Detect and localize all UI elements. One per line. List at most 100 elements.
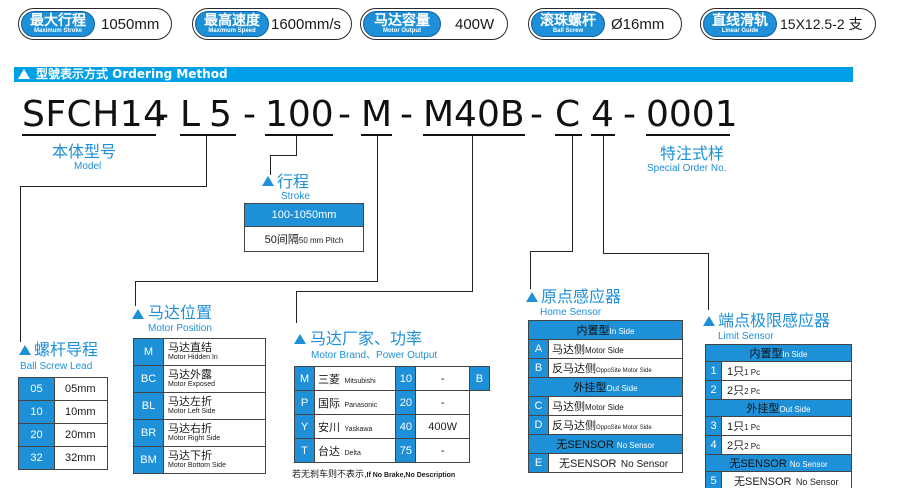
lead-value: 10mm	[54, 400, 108, 424]
header-en: Out Side	[606, 384, 638, 393]
brand-en: Yaskawa	[344, 425, 373, 433]
connector-line	[296, 291, 297, 323]
home-cn: 马达侧	[552, 401, 585, 413]
limit-en: 1 Pc	[744, 368, 761, 377]
limit-code: 5	[705, 471, 722, 488]
spec-value: 400W	[455, 15, 495, 33]
brake-note-cn: 若无刹车则不表示,	[292, 469, 367, 479]
brand-code: P	[293, 390, 316, 415]
home-code: E	[528, 453, 549, 473]
brand-power: 400W	[415, 414, 470, 439]
header-cn: 外挂型	[746, 403, 780, 415]
connector-line	[603, 253, 708, 254]
spec-value: Ø16mm	[611, 15, 665, 33]
limit-code: 3	[705, 416, 722, 436]
header-en: No Sensor	[789, 460, 828, 469]
home-en: Motor Side	[585, 346, 624, 355]
position-cn: 马达直结	[168, 342, 212, 354]
stroke-range: 100-1050mm	[244, 203, 364, 227]
connector-line	[377, 136, 378, 281]
spec-label: 最高速度	[204, 12, 260, 29]
lead-code: 05	[18, 377, 55, 401]
position-title-en: Motor Position	[148, 323, 212, 334]
connector-line	[20, 186, 207, 187]
underline	[265, 134, 333, 136]
limit-title-en: Limit Sensor	[718, 331, 774, 342]
header-cn: 无SENSOR	[729, 458, 787, 470]
limit-title: 端点极限感应器	[718, 311, 831, 330]
connector-line	[206, 136, 207, 186]
brand-cn: 三菱	[318, 373, 341, 386]
spec-label-en: Maximum Speed	[208, 27, 256, 34]
underline	[646, 134, 730, 136]
code-dash: -	[156, 94, 169, 135]
position-title: 马达位置	[148, 303, 213, 322]
lead-value: 32mm	[54, 446, 108, 470]
position-en: Motor Right Side	[168, 435, 221, 442]
position-en: Motor Exposed	[168, 381, 216, 388]
position-en: Motor Bottom Side	[168, 462, 226, 469]
brand-en: Delta	[344, 449, 361, 457]
underline	[591, 134, 615, 136]
triangle-icon	[18, 69, 30, 79]
spec-label: 滚珠螺杆	[540, 12, 596, 29]
position-cn: 马达左折	[168, 396, 212, 408]
underline	[555, 134, 582, 136]
limit-en: 1 Pc	[744, 423, 761, 432]
triangle-icon	[526, 292, 538, 302]
code-dash: -	[243, 94, 256, 135]
home-code: C	[528, 396, 549, 416]
header-en: Out Side	[779, 405, 811, 414]
home-title: 原点感应器	[541, 287, 622, 306]
brand-num: 75	[395, 438, 417, 463]
lead-code: 20	[18, 423, 55, 447]
home-cn: 反马达侧	[552, 363, 596, 375]
position-code: BM	[133, 446, 164, 474]
lead-code: 32	[18, 446, 55, 470]
spec-value: 1600mm/s	[271, 15, 342, 33]
brand-title-en: Motor Brand、Power Output	[311, 350, 438, 361]
code-special: 0001	[646, 94, 738, 135]
brand-power: -	[415, 438, 470, 463]
stroke-interval: 50间隔50 mm Pitch	[244, 226, 364, 252]
triangle-icon	[19, 345, 31, 355]
home-en: Motor Side	[585, 403, 624, 412]
limit-cn: 无SENSOR	[734, 476, 792, 488]
triangle-icon	[703, 316, 715, 326]
triangle-icon	[294, 334, 306, 344]
position-code: BR	[133, 419, 164, 447]
position-en: Motor Left Side	[168, 408, 216, 415]
spec-label-en: Ball Screw	[552, 27, 584, 34]
connector-line	[270, 155, 297, 156]
header-cn: 内置型	[749, 348, 783, 360]
code-stroke: 100	[265, 94, 334, 135]
stroke-title: 行程	[277, 172, 310, 191]
code-dash: -	[338, 94, 351, 135]
brand-power: -	[415, 366, 470, 391]
home-title-en: Home Sensor	[540, 307, 602, 318]
position-cn: 马达外露	[168, 369, 212, 381]
interval-cn: 50间隔	[264, 234, 299, 246]
connector-line	[135, 281, 378, 282]
header-cn: 内置型	[576, 325, 610, 337]
special-label-en: Special Order No.	[647, 163, 727, 174]
special-label: 特注式样	[660, 144, 725, 163]
triangle-icon	[132, 309, 144, 319]
code-home: C	[555, 94, 581, 135]
lead-title-en: Ball Screw Lead	[20, 361, 93, 372]
home-cn: 反马达侧	[552, 420, 596, 432]
brand-code: Y	[293, 414, 316, 439]
code-position: M	[361, 94, 393, 135]
header-en: In Side	[782, 350, 808, 359]
position-en: Motor Hidden In	[168, 354, 218, 361]
brand-num: 10	[395, 366, 417, 391]
limit-en: 2 Pc	[744, 442, 761, 451]
brand-cn: 国际	[318, 397, 341, 410]
